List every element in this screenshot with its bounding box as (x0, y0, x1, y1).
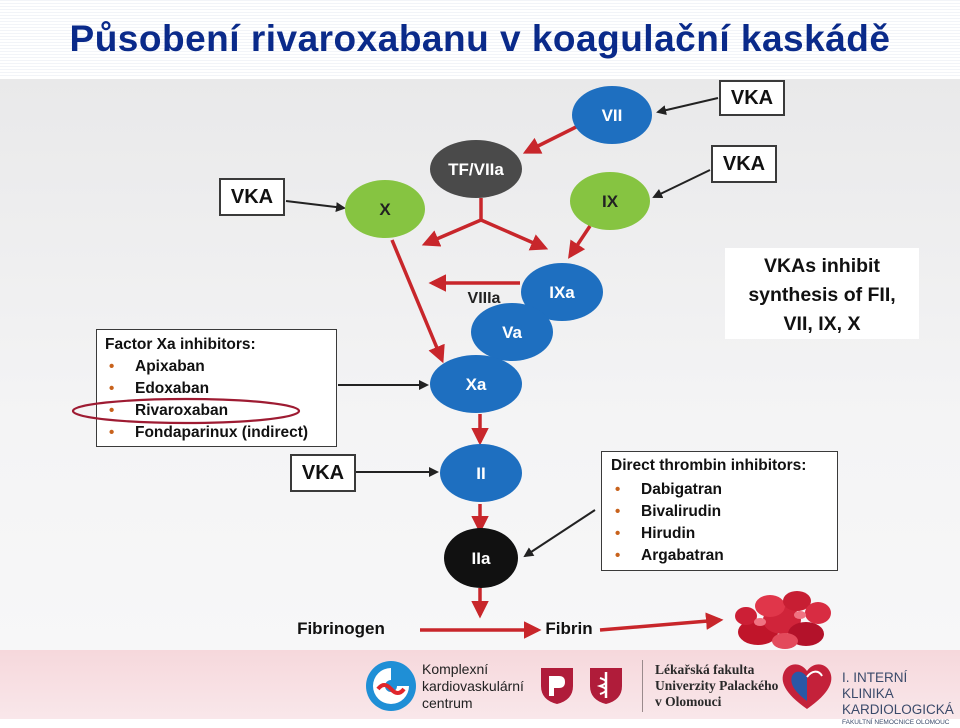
clinic-line3: FAKULTNÍ NEMOCNICE OLOMOUC (842, 719, 950, 726)
arrow-x-to-xa (390, 239, 445, 364)
vka-box-ix: VKA (711, 145, 777, 183)
kkc-logo-text: Komplexní kardiovaskulární centrum (422, 661, 524, 712)
vka-note-line2: synthesis of FII, (748, 284, 896, 306)
list-item: Apixaban (105, 356, 328, 378)
clinic-line1: I. INTERNÍ KLINIKA (842, 670, 908, 701)
list-item: Rivaroxaban (105, 400, 328, 422)
factor-xa-list: Apixaban Edoxaban Rivaroxaban Fondaparin… (105, 356, 328, 444)
node-iia: IIa (444, 528, 518, 588)
cascade-arrows (390, 124, 724, 639)
clinic-line2: KARDIOLOGICKÁ (842, 702, 954, 717)
list-item: Bivalirudin (611, 501, 828, 523)
svg-text:Va: Va (502, 323, 522, 342)
arrow-fibrin-to-clot (599, 612, 724, 632)
label-fibrin: Fibrin (545, 619, 592, 638)
list-item: Edoxaban (105, 378, 328, 400)
inhibitor-arrows (285, 97, 719, 558)
node-xa: Xa (430, 355, 522, 413)
kkc-line2: kardiovaskulární (422, 678, 524, 694)
thrombin-heading: Direct thrombin inhibitors: (611, 457, 807, 474)
list-item: Dabigatran (611, 479, 828, 501)
node-tf-viia: TF/VIIa (430, 140, 522, 198)
arrow-vii-to-tfviia (522, 124, 579, 154)
vka-note-line1: VKAs inhibit (764, 255, 880, 277)
heart-logo-icon (782, 664, 832, 709)
lf-line1: Lékařská fakulta (655, 662, 755, 677)
arrow-tfviia-to-x (421, 218, 482, 247)
kkc-logo-icon (366, 661, 416, 711)
blood-clot-image (735, 591, 831, 649)
kkc-line3: centrum (422, 695, 473, 711)
svg-text:IX: IX (602, 192, 619, 211)
node-x: X (345, 180, 425, 238)
factor-xa-inhibitors-box: Factor Xa inhibitors: Apixaban Edoxaban … (96, 329, 337, 447)
vka-box-vii: VKA (719, 80, 785, 116)
node-ix: IX (570, 172, 650, 230)
svg-text:TF/VIIa: TF/VIIa (448, 160, 504, 179)
arrow-tfviia-to-ixa (480, 218, 549, 251)
clinic-logo-text: I. INTERNÍ KLINIKA KARDIOLOGICKÁ FAKULTN… (842, 670, 960, 728)
label-viiia: VIIIa (468, 290, 501, 307)
lf-line3: v Olomouci (655, 694, 722, 709)
thrombin-list: Dabigatran Bivalirudin Hirudin Argabatra… (611, 479, 828, 567)
direct-thrombin-inhibitors-box: Direct thrombin inhibitors: Dabigatran B… (601, 451, 838, 571)
lf-upol-text: Lékařská fakulta Univerzity Palackého v … (655, 662, 778, 710)
svg-text:IIa: IIa (472, 549, 491, 568)
rivaroxaban-highlight-ring (71, 397, 301, 425)
node-va: Va (471, 303, 553, 361)
factor-xa-heading: Factor Xa inhibitors: (105, 336, 256, 353)
page-title: Působení rivaroxabanu v koagulační kaská… (0, 0, 960, 78)
list-item: Hirudin (611, 523, 828, 545)
svg-text:II: II (476, 464, 485, 483)
label-fibrinogen: Fibrinogen (297, 619, 385, 638)
footer-divider (642, 660, 643, 712)
arrow-ix-to-ixa (568, 225, 592, 259)
lf-line2: Univerzity Palackého (655, 678, 779, 693)
arrow-vka-to-x (285, 200, 346, 213)
vka-box-x: VKA (219, 178, 285, 216)
svg-text:X: X (379, 200, 391, 219)
node-vii: VII (572, 86, 652, 144)
arrow-vka-to-ix (652, 169, 711, 199)
node-ii: II (440, 444, 522, 502)
svg-text:Xa: Xa (466, 375, 487, 394)
list-item: Fondaparinux (indirect) (105, 422, 328, 444)
caduceus-shield-icon (590, 668, 622, 704)
arrow-dti-to-iia (523, 509, 596, 558)
svg-text:VII: VII (602, 106, 623, 125)
vka-box-ii: VKA (290, 454, 356, 492)
kkc-line1: Komplexní (422, 661, 489, 677)
svg-text:IXa: IXa (549, 283, 575, 302)
list-item: Argabatran (611, 545, 828, 567)
vka-note-line3: VII, IX, X (783, 313, 861, 335)
vka-note: VKAs inhibit synthesis of FII, VII, IX, … (725, 248, 919, 339)
node-ixa: IXa (521, 263, 603, 321)
arrow-vka-to-vii (656, 97, 719, 116)
upol-shield-icon (541, 668, 573, 704)
